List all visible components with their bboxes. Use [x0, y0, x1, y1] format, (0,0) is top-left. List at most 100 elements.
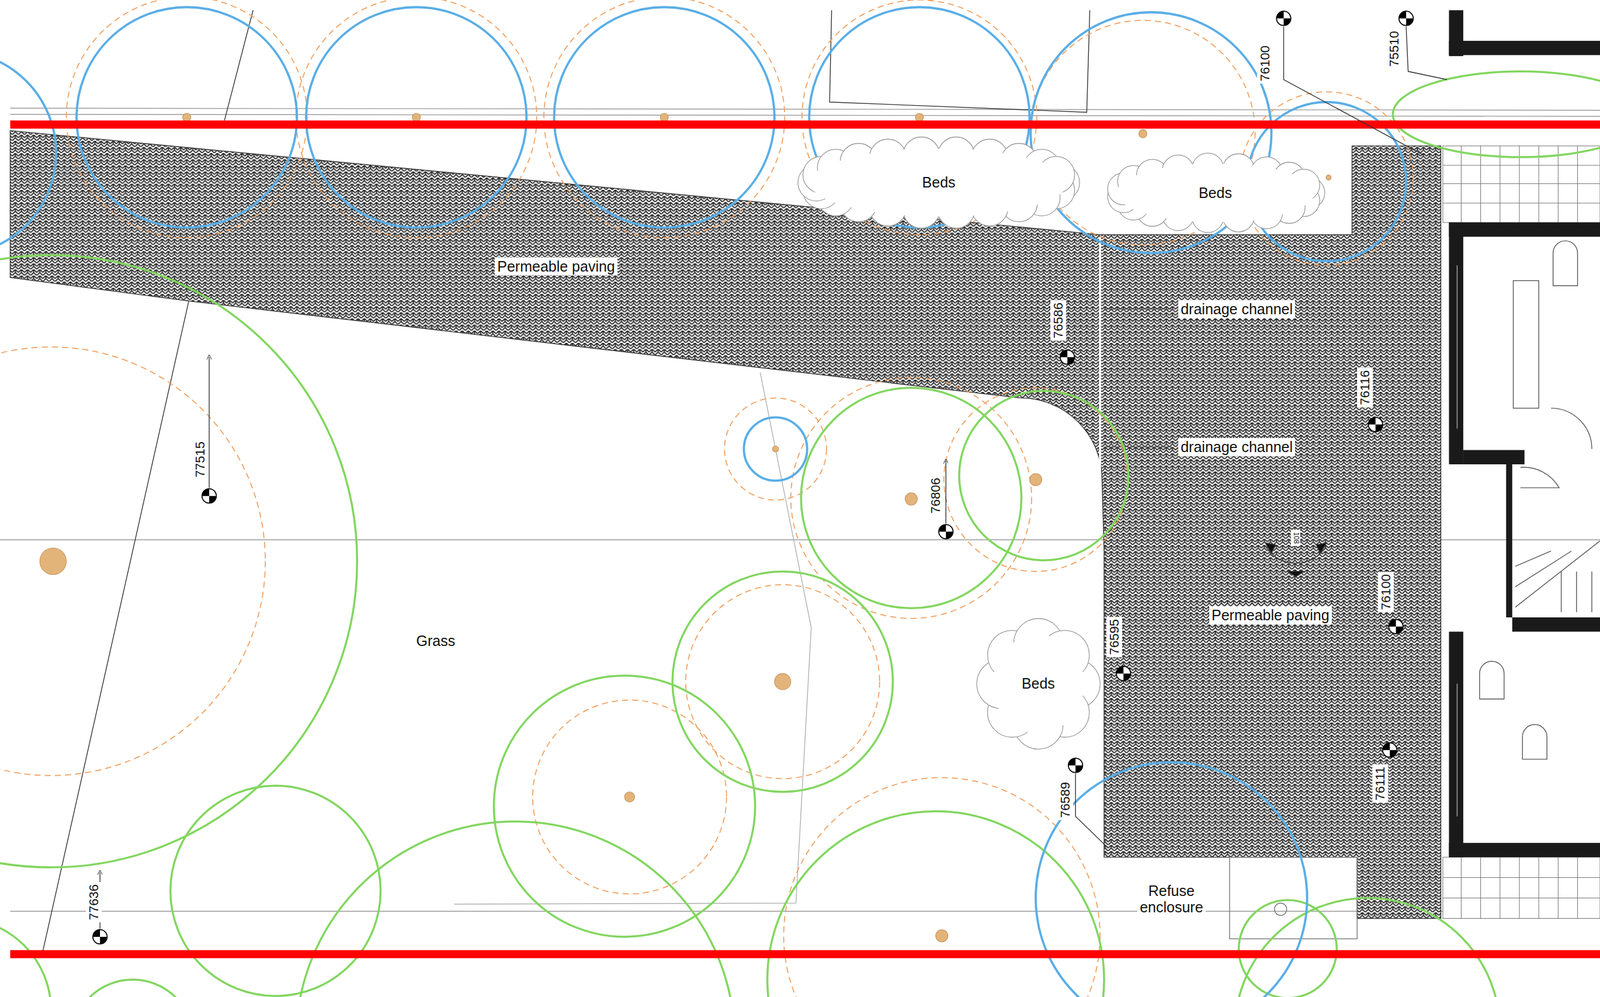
trunk: [412, 113, 421, 122]
building: [1448, 9, 1600, 857]
survey-lines: [0, 9, 1600, 952]
trunk: [1138, 129, 1147, 138]
surface-label: Grass: [414, 632, 458, 651]
level-leader: [1406, 26, 1447, 80]
level-marker: [1368, 417, 1383, 432]
level-marker: [1399, 11, 1414, 26]
root-zone: [532, 700, 727, 895]
window: [1456, 265, 1458, 817]
tree-canopy: [0, 50, 57, 255]
survey-line: [829, 9, 1090, 113]
level-callout: 76595: [1106, 616, 1123, 658]
root-zone: [943, 387, 1128, 572]
level-callout: 77515: [192, 439, 208, 480]
trunk: [660, 113, 669, 122]
level-callout: 76806: [927, 476, 944, 517]
area-label: Refuse enclosure: [1137, 882, 1206, 918]
bed-text-holder: Beds: [797, 136, 1080, 229]
interior-details: [1456, 240, 1600, 817]
wall: [1448, 632, 1463, 858]
tree-canopy: [71, 979, 194, 997]
trunk: [1029, 473, 1043, 487]
wall: [1448, 222, 1600, 237]
bed-fill: [809, 148, 1068, 217]
drainage-label: drainage channel: [1178, 300, 1296, 319]
planting-bed: Beds: [976, 618, 1100, 750]
level-marker: [938, 524, 953, 539]
refuse-enclosure: [1229, 857, 1357, 940]
terrace-tiles: [1442, 146, 1600, 919]
proposed-trees: [0, 7, 1407, 997]
tile-area: [1442, 857, 1600, 919]
level-arrow: [208, 357, 210, 489]
tree-canopy: [959, 390, 1129, 561]
level-callout: 75510: [1385, 28, 1402, 69]
level-leader: [1283, 26, 1424, 155]
trunk: [774, 673, 791, 690]
level-marker: [1060, 349, 1075, 364]
desk: [1513, 280, 1540, 408]
surface-label: Permeable paving: [494, 257, 618, 276]
wall: [1448, 842, 1600, 857]
tree-canopy: [672, 571, 893, 792]
trunk: [624, 792, 635, 803]
leader-line: [1104, 309, 1172, 310]
tree-canopy: [296, 821, 735, 997]
tree-canopy: [493, 675, 755, 937]
tree-canopy: [1392, 71, 1600, 158]
tree-canopy: [1238, 900, 1338, 997]
level-callout: 76586: [1050, 300, 1067, 341]
survey-line: [9, 114, 1600, 117]
root-zone: [790, 377, 1032, 619]
level-leaders: [99, 26, 1447, 929]
level-arrow: [945, 461, 947, 524]
chair: [1522, 724, 1547, 760]
leader-line: [1104, 446, 1172, 448]
level-callout: 76100: [1378, 571, 1394, 613]
tree-canopy: [0, 255, 357, 868]
bed-text-holder: Beds: [1106, 153, 1325, 233]
level-callout: 76111: [1372, 764, 1389, 804]
stairs: [1515, 540, 1600, 613]
level-marker: [202, 488, 217, 503]
chair: [1553, 240, 1578, 286]
permeable-paving: [9, 130, 1441, 919]
step-arc: [1265, 546, 1327, 564]
trunk: [915, 113, 924, 122]
root-zone: [685, 584, 880, 779]
trunk: [935, 929, 949, 943]
root-zone: [296, 0, 537, 238]
door-swing: [1550, 408, 1592, 450]
drainage-label: drainage channel: [1178, 438, 1296, 457]
trunk: [182, 113, 192, 122]
boundary-line: [9, 950, 1600, 959]
bed-text-holder: Beds: [976, 618, 1100, 750]
survey-line: [42, 300, 189, 952]
root-zone: [66, 0, 308, 238]
survey-line: [453, 372, 811, 905]
tree-canopy: [800, 387, 1022, 609]
tree-canopy-dashed: [0, 0, 1414, 997]
level-marker: [1276, 11, 1291, 26]
bed-fill: [1116, 163, 1314, 223]
level-marker: [92, 929, 107, 944]
planting-bed: Beds: [1106, 153, 1325, 233]
level-callout: 77636: [85, 882, 102, 923]
trunk: [772, 446, 779, 453]
tree-canopy: [170, 785, 381, 996]
step-callout: 108: [1291, 529, 1301, 547]
tree-canopy: [743, 417, 807, 481]
level-marker: [1068, 758, 1083, 773]
wall: [1512, 617, 1600, 632]
bed-label: Beds: [1021, 675, 1055, 693]
enclosure-bin: [1274, 903, 1287, 916]
tile-grid: [1442, 857, 1600, 919]
wall: [1448, 40, 1600, 55]
tree-canopy: [1035, 762, 1308, 997]
level-callout: 76589: [1057, 779, 1074, 821]
trunk: [39, 547, 67, 575]
level-marker: [1116, 666, 1131, 681]
drainage-leaders: [1104, 309, 1172, 447]
